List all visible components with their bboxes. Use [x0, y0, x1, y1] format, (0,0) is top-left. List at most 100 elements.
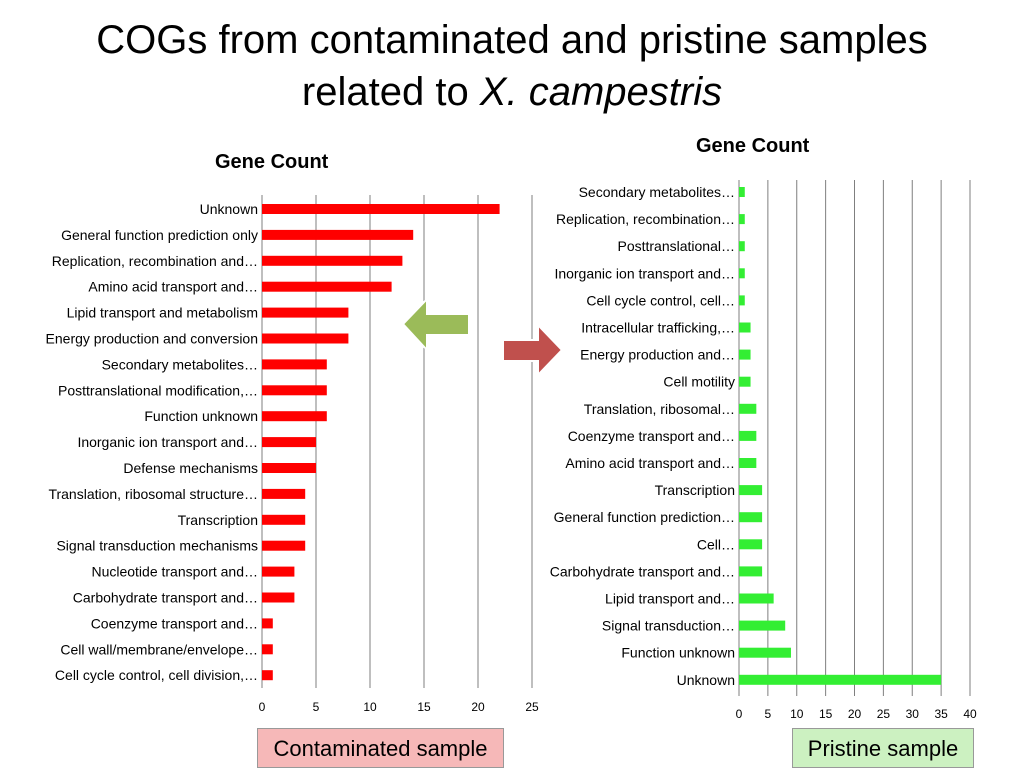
pristine-x-tick-label: 15 [819, 707, 833, 721]
pristine-category-label: Replication, recombination… [556, 211, 735, 227]
pristine-bar [739, 566, 763, 577]
slide-title: COGs from contaminated and pristine samp… [0, 14, 1024, 118]
pristine-bar [739, 322, 751, 333]
pristine-category-label: General function prediction… [554, 509, 735, 525]
pristine-category-label: Function unknown [621, 645, 735, 661]
slide-title-line2: related to X. campestris [0, 66, 1024, 118]
contaminated-chart-title: Gene Count [215, 151, 329, 173]
contaminated-category-label: General function prediction only [61, 227, 258, 243]
pristine-bar [739, 512, 763, 523]
contaminated-category-label: Inorganic ion transport and… [77, 434, 258, 450]
pristine-category-label: Energy production and… [580, 347, 735, 363]
contaminated-category-label: Lipid transport and metabolism [67, 305, 258, 321]
pristine-bar [739, 458, 757, 468]
contaminated-sample-label: Contaminated sample [257, 728, 504, 768]
pristine-category-label: Lipid transport and… [605, 591, 735, 607]
contaminated-x-tick-label: 10 [363, 700, 377, 714]
pristine-x-tick-label: 35 [934, 707, 948, 721]
contaminated-x-tick-label: 0 [259, 700, 266, 714]
pristine-category-label: Unknown [677, 672, 735, 688]
contaminated-bar [262, 281, 392, 292]
contaminated-category-label: Signal transduction mechanisms [56, 538, 258, 554]
contaminated-x-tick-label: 15 [417, 700, 431, 714]
contaminated-category-label: Cell wall/membrane/envelope… [60, 641, 258, 657]
pristine-bar [739, 539, 763, 550]
pristine-x-tick-label: 25 [877, 707, 891, 721]
contaminated-category-label: Function unknown [144, 408, 258, 424]
contaminated-category-label: Energy production and conversion [46, 331, 258, 347]
pristine-bar [739, 485, 763, 496]
contaminated-bar [262, 488, 306, 499]
pristine-x-tick-label: 20 [848, 707, 862, 721]
pristine-bar [739, 268, 745, 279]
pristine-x-tick-label: 5 [765, 707, 772, 721]
pristine-category-label: Signal transduction… [602, 618, 735, 634]
pristine-bar [739, 647, 791, 658]
contaminated-bar [262, 229, 414, 240]
pristine-bar [739, 214, 745, 225]
pristine-category-label: Carbohydrate transport and… [550, 563, 735, 579]
contaminated-x-tick-label: 20 [471, 700, 485, 714]
contaminated-bar [262, 566, 295, 577]
pristine-bar [739, 187, 745, 197]
contaminated-category-label: Coenzyme transport and… [91, 615, 258, 631]
pristine-bar [739, 376, 751, 387]
contaminated-bar [262, 437, 316, 448]
contaminated-bar [262, 463, 316, 473]
contaminated-bar [262, 592, 295, 603]
contaminated-bar [262, 540, 306, 551]
contaminated-bar [262, 255, 403, 266]
pristine-category-label: Transcription [655, 482, 735, 498]
contaminated-category-label: Defense mechanisms [123, 460, 258, 476]
contaminated-bar [262, 514, 306, 525]
pristine-category-label: Cell motility [663, 374, 735, 390]
slide-title-prefix: related to [301, 70, 480, 114]
contaminated-category-label: Transcription [178, 512, 258, 528]
pristine-chart-title: Gene Count [696, 135, 810, 157]
contaminated-category-label: Replication, recombination and… [52, 253, 258, 269]
pristine-category-label: Posttranslational… [617, 238, 735, 254]
pristine-bar [739, 349, 751, 360]
contaminated-category-label: Posttranslational modification,… [58, 382, 258, 398]
pristine-bar [739, 620, 786, 631]
pristine-bar [739, 241, 745, 252]
pristine-category-label: Secondary metabolites… [579, 184, 735, 200]
pristine-category-label: Cell… [697, 536, 735, 552]
contaminated-category-label: Nucleotide transport and… [91, 564, 258, 580]
contaminated-bar [262, 385, 327, 396]
contaminated-bar [262, 670, 273, 681]
contaminated-x-tick-label: 5 [313, 700, 320, 714]
pristine-x-tick-label: 10 [790, 707, 804, 721]
pristine-bar [739, 403, 757, 414]
right-arrow-icon [502, 322, 564, 378]
slide-title-species: X. campestris [479, 70, 723, 114]
pristine-category-label: Intracellular trafficking,… [581, 320, 735, 336]
pristine-bar [739, 674, 942, 685]
pristine-bar [739, 430, 757, 441]
contaminated-bar [262, 333, 349, 344]
pristine-bar [739, 295, 745, 306]
contaminated-bar [262, 307, 349, 318]
contaminated-bar [262, 204, 500, 214]
pristine-x-tick-label: 30 [906, 707, 920, 721]
pristine-bar [739, 593, 774, 604]
pristine-sample-label: Pristine sample [792, 728, 974, 768]
pristine-category-label: Translation, ribosomal… [584, 401, 735, 417]
slide-title-line1: COGs from contaminated and pristine samp… [96, 18, 928, 62]
contaminated-category-label: Secondary metabolites… [102, 356, 258, 372]
contaminated-category-label: Carbohydrate transport and… [73, 590, 258, 606]
contaminated-category-label: Amino acid transport and… [88, 279, 258, 295]
contaminated-bar [262, 411, 327, 422]
contaminated-bar [262, 359, 327, 370]
contaminated-category-label: Unknown [200, 201, 258, 217]
contaminated-category-label: Cell cycle control, cell division,… [55, 667, 258, 683]
contaminated-x-tick-label: 25 [525, 700, 539, 714]
pristine-category-label: Amino acid transport and… [565, 455, 735, 471]
contaminated-bar [262, 618, 273, 629]
pristine-x-tick-label: 0 [736, 707, 743, 721]
left-arrow-icon [401, 296, 470, 353]
contaminated-category-label: Translation, ribosomal structure… [48, 486, 258, 502]
